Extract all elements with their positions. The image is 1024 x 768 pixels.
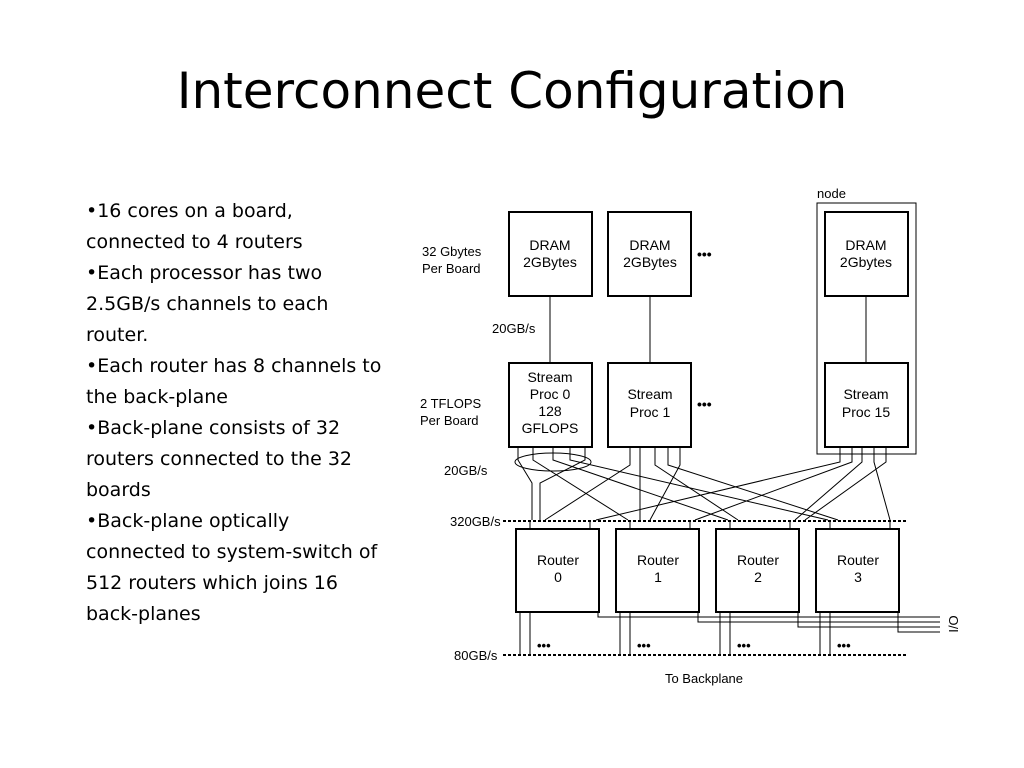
- router-box: [715, 528, 800, 613]
- bullet-item: •Each processor has two 2.5GB/s channels…: [86, 262, 329, 346]
- proc-router-link: [539, 447, 586, 520]
- router-box: [515, 528, 600, 613]
- proc-label: 128: [538, 403, 562, 419]
- proc-label: GFLOPS: [522, 420, 579, 436]
- proc-router-link: [654, 447, 739, 521]
- io-line: [597, 612, 940, 618]
- dram-label: 2GBytes: [623, 254, 677, 270]
- ellipsis-dots: •••: [537, 638, 551, 653]
- ellipsis-dots: •••: [737, 638, 751, 653]
- proc-label: Proc 0: [530, 386, 571, 402]
- bullet-item: •Back-plane consists of 32 routers conne…: [86, 417, 352, 501]
- proc-box: [508, 362, 593, 448]
- board-memory-label: 32 Gbytes: [422, 244, 482, 259]
- node-label: node: [817, 186, 846, 201]
- bullet-list: •16 cores on a board, connected to 4 rou…: [86, 196, 386, 630]
- proc-box: [607, 362, 692, 448]
- proc-label: Stream: [527, 369, 572, 385]
- bullet-item: •16 cores on a board, connected to 4 rou…: [86, 200, 303, 253]
- dram-label: DRAM: [845, 237, 886, 253]
- board-memory-label: Per Board: [422, 261, 481, 276]
- ellipsis-dots: •••: [697, 246, 712, 262]
- board-flops-label: 2 TFLOPS: [420, 396, 482, 411]
- io-label: I/O: [946, 615, 961, 632]
- proc-router-link: [694, 447, 853, 521]
- proc-router-link: [532, 447, 629, 521]
- router-label: Router: [537, 552, 579, 568]
- proc-router-link: [569, 447, 829, 521]
- bus-80-label: 80GB/s: [454, 648, 498, 663]
- dram-label: DRAM: [529, 237, 570, 253]
- proc-label: Stream: [843, 386, 888, 402]
- router-label: 3: [854, 569, 862, 585]
- proc-router-link: [794, 447, 863, 521]
- router-label: Router: [837, 552, 879, 568]
- io-line: [797, 612, 940, 628]
- ellipsis-dots: •••: [837, 638, 851, 653]
- ellipsis-dots: •••: [697, 396, 712, 412]
- dram-label: 2GBytes: [523, 254, 577, 270]
- page-title: Interconnect Configuration: [176, 62, 848, 120]
- proc-box: [824, 362, 909, 448]
- router-label: Router: [637, 552, 679, 568]
- dram-link-label: 20GB/s: [492, 321, 536, 336]
- board-flops-label: Per Board: [420, 413, 479, 428]
- router-label: 1: [654, 569, 662, 585]
- proc-router-link: [804, 447, 887, 521]
- proc-label: Proc 15: [842, 404, 890, 420]
- proc-label: Proc 1: [630, 404, 671, 420]
- bullet-item: •Each router has 8 channels to the back-…: [86, 355, 382, 408]
- bus-320-label: 320GB/s: [450, 514, 501, 529]
- dram-label: DRAM: [629, 237, 670, 253]
- proc-router-link: [552, 447, 729, 521]
- proc-router-link: [649, 447, 681, 521]
- proc-router-link: [517, 447, 533, 520]
- bullet-item: •Back-plane optically connected to syste…: [86, 510, 378, 625]
- router-label: Router: [737, 552, 779, 568]
- backplane-label: To Backplane: [665, 671, 743, 686]
- proc-router-link: [667, 447, 839, 521]
- ellipsis-dots: •••: [637, 638, 651, 653]
- dram-label: 2Gbytes: [840, 254, 892, 270]
- io-line: [897, 612, 940, 633]
- io-line: [697, 612, 940, 623]
- router-box: [815, 528, 900, 613]
- proc-router-link: [544, 447, 631, 521]
- proc-link-label: 20GB/s: [444, 463, 488, 478]
- router-label: 2: [754, 569, 762, 585]
- node-outline: [816, 202, 917, 455]
- router-box: [615, 528, 700, 613]
- proc-label: Stream: [627, 386, 672, 402]
- router-label: 0: [554, 569, 562, 585]
- proc-router-link: [595, 447, 841, 521]
- proc-router-link: [873, 447, 891, 521]
